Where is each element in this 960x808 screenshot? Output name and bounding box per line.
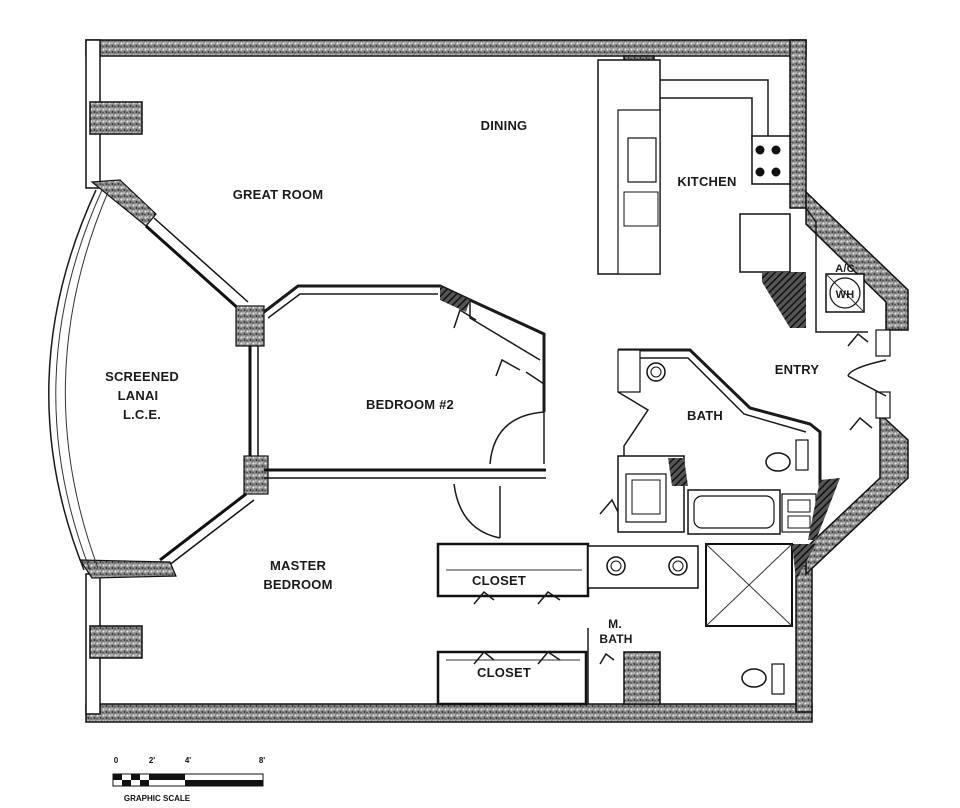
closet-upper-label: CLOSET <box>472 573 526 588</box>
m-bath-label-1: M. <box>608 617 622 631</box>
screened-lanai-label-2: LANAI <box>118 388 159 403</box>
scale-tick-8: 8' <box>259 756 265 765</box>
great-room-label: GREAT ROOM <box>233 187 324 202</box>
kitchen-label: KITCHEN <box>677 174 736 189</box>
screened-lanai-label-1: SCREENED <box>105 369 179 384</box>
scale-tick-4: 4' <box>185 756 191 765</box>
interior-walls <box>48 59 887 706</box>
exterior-walls <box>85 39 909 723</box>
master-bedroom-label-2: BEDROOM <box>263 577 332 592</box>
entry-label: ENTRY <box>775 362 820 377</box>
screened-lanai-label-3: L.C.E. <box>123 407 161 422</box>
wh-label: WH <box>836 289 855 301</box>
m-bath-label-2: BATH <box>599 632 632 646</box>
scale-tick-0: 0 <box>114 756 119 765</box>
closet-lower-label: CLOSET <box>477 665 531 680</box>
master-bedroom-label-1: MASTER <box>270 558 327 573</box>
scale-tick-2: 2' <box>149 756 155 765</box>
room-labels: GREAT ROOM DINING KITCHEN A/C WH ENTRY S… <box>105 118 855 680</box>
scale-caption: GRAPHIC SCALE <box>124 794 191 803</box>
graphic-scale: 0 2' 4' 8' GRAPHIC SCALE <box>112 756 265 803</box>
ac-label: A/C <box>835 263 855 275</box>
dining-label: DINING <box>481 118 528 133</box>
bedroom2-label: BEDROOM #2 <box>366 397 454 412</box>
bath-label: BATH <box>687 408 723 423</box>
